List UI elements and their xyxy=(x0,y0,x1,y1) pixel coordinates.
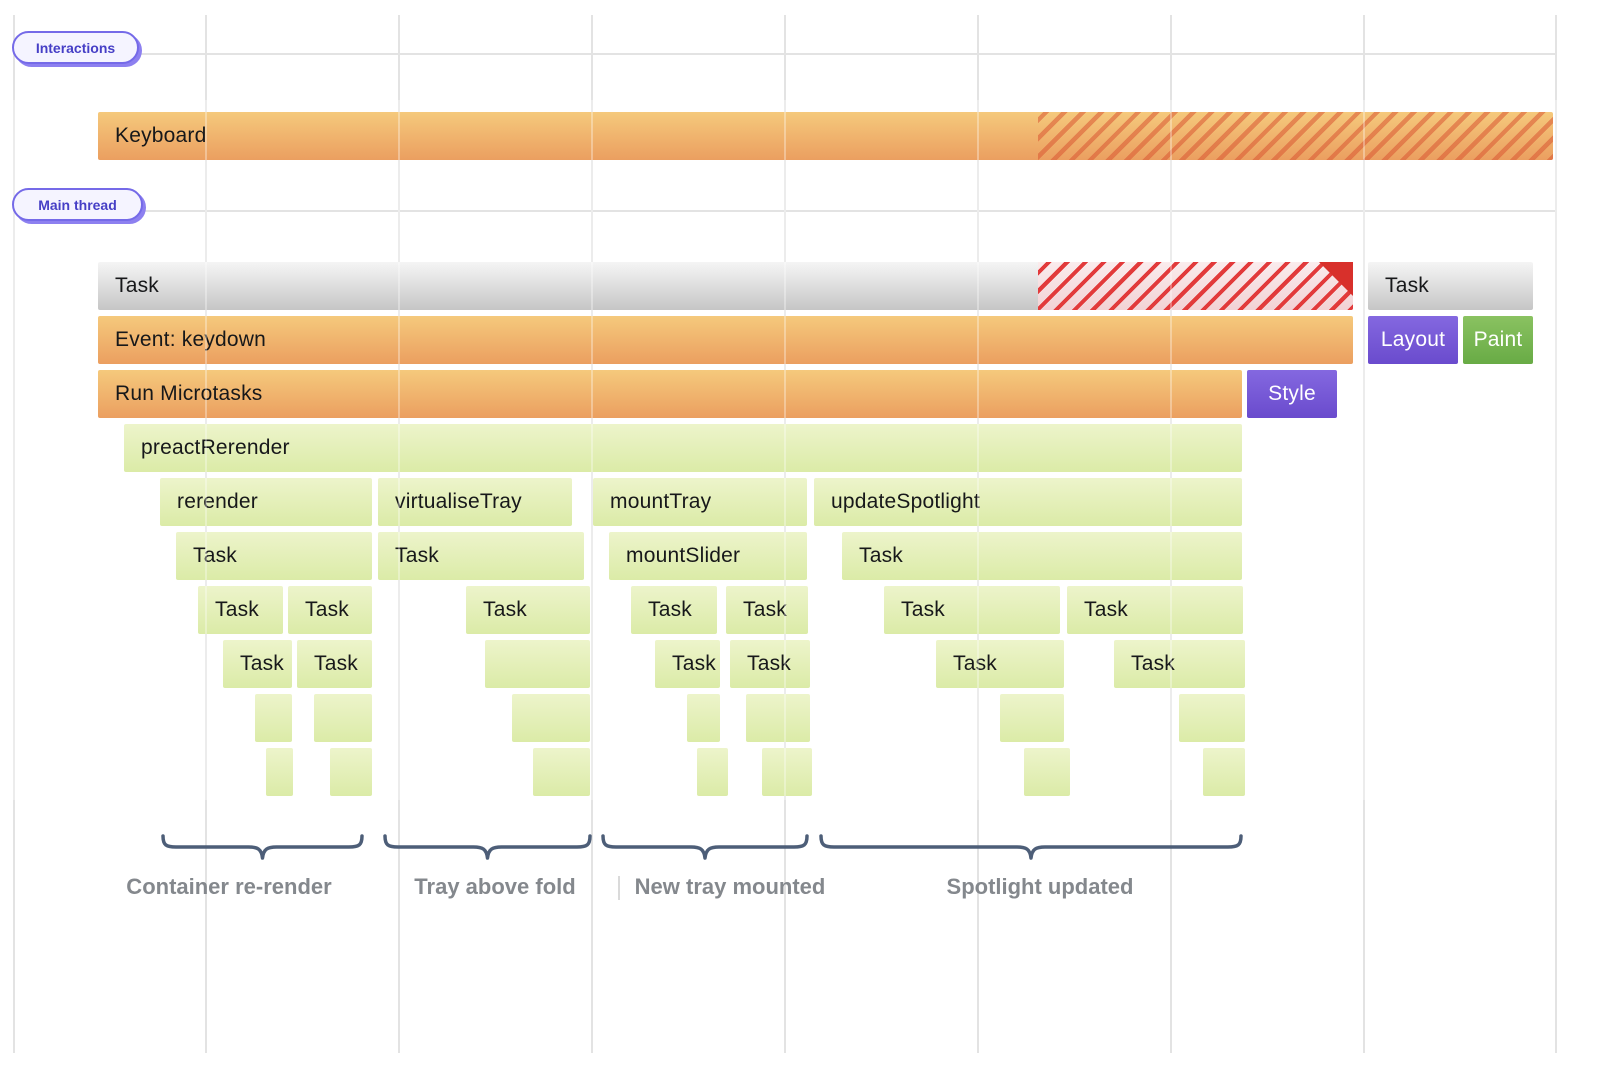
span-task[interactable]: Task xyxy=(297,640,372,688)
annotation-label-new-tray-mounted: New tray mounted xyxy=(634,874,826,899)
span-label: Task xyxy=(672,652,716,675)
span-label: Task xyxy=(1385,274,1429,297)
span-label: Task xyxy=(743,598,787,621)
span-mounttray[interactable]: mountTray xyxy=(593,478,807,526)
brace-new-tray-mounted xyxy=(601,834,809,860)
span-unlabeled[interactable] xyxy=(1203,748,1245,796)
span-unlabeled[interactable] xyxy=(697,748,728,796)
span-task[interactable]: Task xyxy=(1114,640,1245,688)
span-task[interactable]: Task xyxy=(842,532,1242,580)
span-mountslider[interactable]: mountSlider xyxy=(609,532,807,580)
span-unlabeled[interactable] xyxy=(1179,694,1245,742)
span-task[interactable]: Task xyxy=(466,586,590,634)
vertical-gridline xyxy=(591,15,593,1053)
span-unlabeled[interactable] xyxy=(687,694,720,742)
span-task[interactable]: Task xyxy=(726,586,808,634)
span-label: Task xyxy=(483,598,527,621)
brace-spotlight-updated xyxy=(819,834,1243,860)
span-task[interactable]: Task xyxy=(730,640,810,688)
span-paint[interactable]: Paint xyxy=(1463,316,1533,364)
span-updatespotlight[interactable]: updateSpotlight xyxy=(814,478,1242,526)
span-unlabeled[interactable] xyxy=(314,694,372,742)
span-label: Task xyxy=(314,652,358,675)
span-label: Task xyxy=(305,598,349,621)
span-task[interactable]: Task xyxy=(378,532,584,580)
span-style[interactable]: Style xyxy=(1247,370,1337,418)
span-unlabeled[interactable] xyxy=(266,748,293,796)
span-task[interactable]: Task xyxy=(631,586,717,634)
span-task[interactable]: Task xyxy=(198,586,283,634)
span-unlabeled[interactable] xyxy=(1000,694,1064,742)
span-event-keydown[interactable]: Event: keydown xyxy=(98,316,1353,364)
span-label: Task xyxy=(1131,652,1175,675)
vertical-gridline xyxy=(13,15,15,1053)
span-keyboard[interactable]: Keyboard xyxy=(98,112,1553,160)
span-task[interactable]: Task xyxy=(288,586,372,634)
track-label-main-thread: Main thread xyxy=(38,196,117,213)
span-task[interactable]: Task xyxy=(1067,586,1243,634)
span-preactrerender[interactable]: preactRerender xyxy=(124,424,1242,472)
span-label: Task xyxy=(395,544,439,567)
hatch-overlay xyxy=(1038,112,1553,160)
span-label: Task xyxy=(648,598,692,621)
hatch-overlay xyxy=(1038,262,1353,310)
horizontal-gridline xyxy=(13,53,1555,55)
vertical-gridline xyxy=(1555,15,1557,1053)
span-task[interactable]: Task xyxy=(98,262,1353,310)
span-label: rerender xyxy=(177,490,258,513)
span-task[interactable]: Task xyxy=(655,640,720,688)
span-task[interactable]: Task xyxy=(1368,262,1533,310)
span-task[interactable]: Task xyxy=(176,532,372,580)
span-label: Task xyxy=(747,652,791,675)
span-unlabeled[interactable] xyxy=(1024,748,1070,796)
track-toggle-main-thread[interactable]: Main thread xyxy=(12,188,143,221)
span-label: Task xyxy=(1084,598,1128,621)
vertical-gridline xyxy=(1363,15,1365,1053)
span-unlabeled[interactable] xyxy=(330,748,372,796)
span-label: Keyboard xyxy=(115,124,207,147)
span-task[interactable]: Task xyxy=(936,640,1064,688)
tick-mark xyxy=(618,876,620,900)
span-label: Event: keydown xyxy=(115,328,267,351)
span-rerender[interactable]: rerender xyxy=(160,478,372,526)
span-unlabeled[interactable] xyxy=(485,640,590,688)
span-unlabeled[interactable] xyxy=(762,748,812,796)
track-toggle-interactions[interactable]: Interactions xyxy=(12,31,139,64)
span-label: mountTray xyxy=(610,490,712,513)
brace-container-re-render xyxy=(161,834,364,860)
span-virtualisetray[interactable]: virtualiseTray xyxy=(378,478,572,526)
span-label: Run Microtasks xyxy=(115,382,263,405)
span-label: Task xyxy=(240,652,284,675)
span-label: updateSpotlight xyxy=(831,490,980,513)
annotation-label-tray-above-fold: Tray above fold xyxy=(414,874,576,899)
span-run-microtasks[interactable]: Run Microtasks xyxy=(98,370,1242,418)
span-task[interactable]: Task xyxy=(223,640,292,688)
span-label: Layout xyxy=(1380,328,1446,351)
span-label: Style xyxy=(1268,382,1316,405)
horizontal-gridline xyxy=(13,210,1555,212)
span-unlabeled[interactable] xyxy=(533,748,590,796)
span-label: Task xyxy=(215,598,259,621)
annotation-label-container-re-render: Container re-render xyxy=(126,874,332,899)
span-label: Paint xyxy=(1473,328,1523,351)
span-label: Task xyxy=(953,652,997,675)
span-label: preactRerender xyxy=(141,436,290,459)
span-unlabeled[interactable] xyxy=(746,694,810,742)
span-layout[interactable]: Layout xyxy=(1368,316,1458,364)
span-label: Task xyxy=(115,274,159,297)
span-label: Task xyxy=(901,598,945,621)
span-unlabeled[interactable] xyxy=(512,694,590,742)
span-task[interactable]: Task xyxy=(884,586,1060,634)
span-label: Task xyxy=(859,544,903,567)
span-label: Task xyxy=(193,544,237,567)
track-label-interactions: Interactions xyxy=(35,39,116,56)
brace-tray-above-fold xyxy=(383,834,592,860)
annotation-label-spotlight-updated: Spotlight updated xyxy=(946,874,1134,899)
span-label: mountSlider xyxy=(626,544,741,567)
span-label: virtualiseTray xyxy=(395,490,522,513)
span-unlabeled[interactable] xyxy=(255,694,292,742)
